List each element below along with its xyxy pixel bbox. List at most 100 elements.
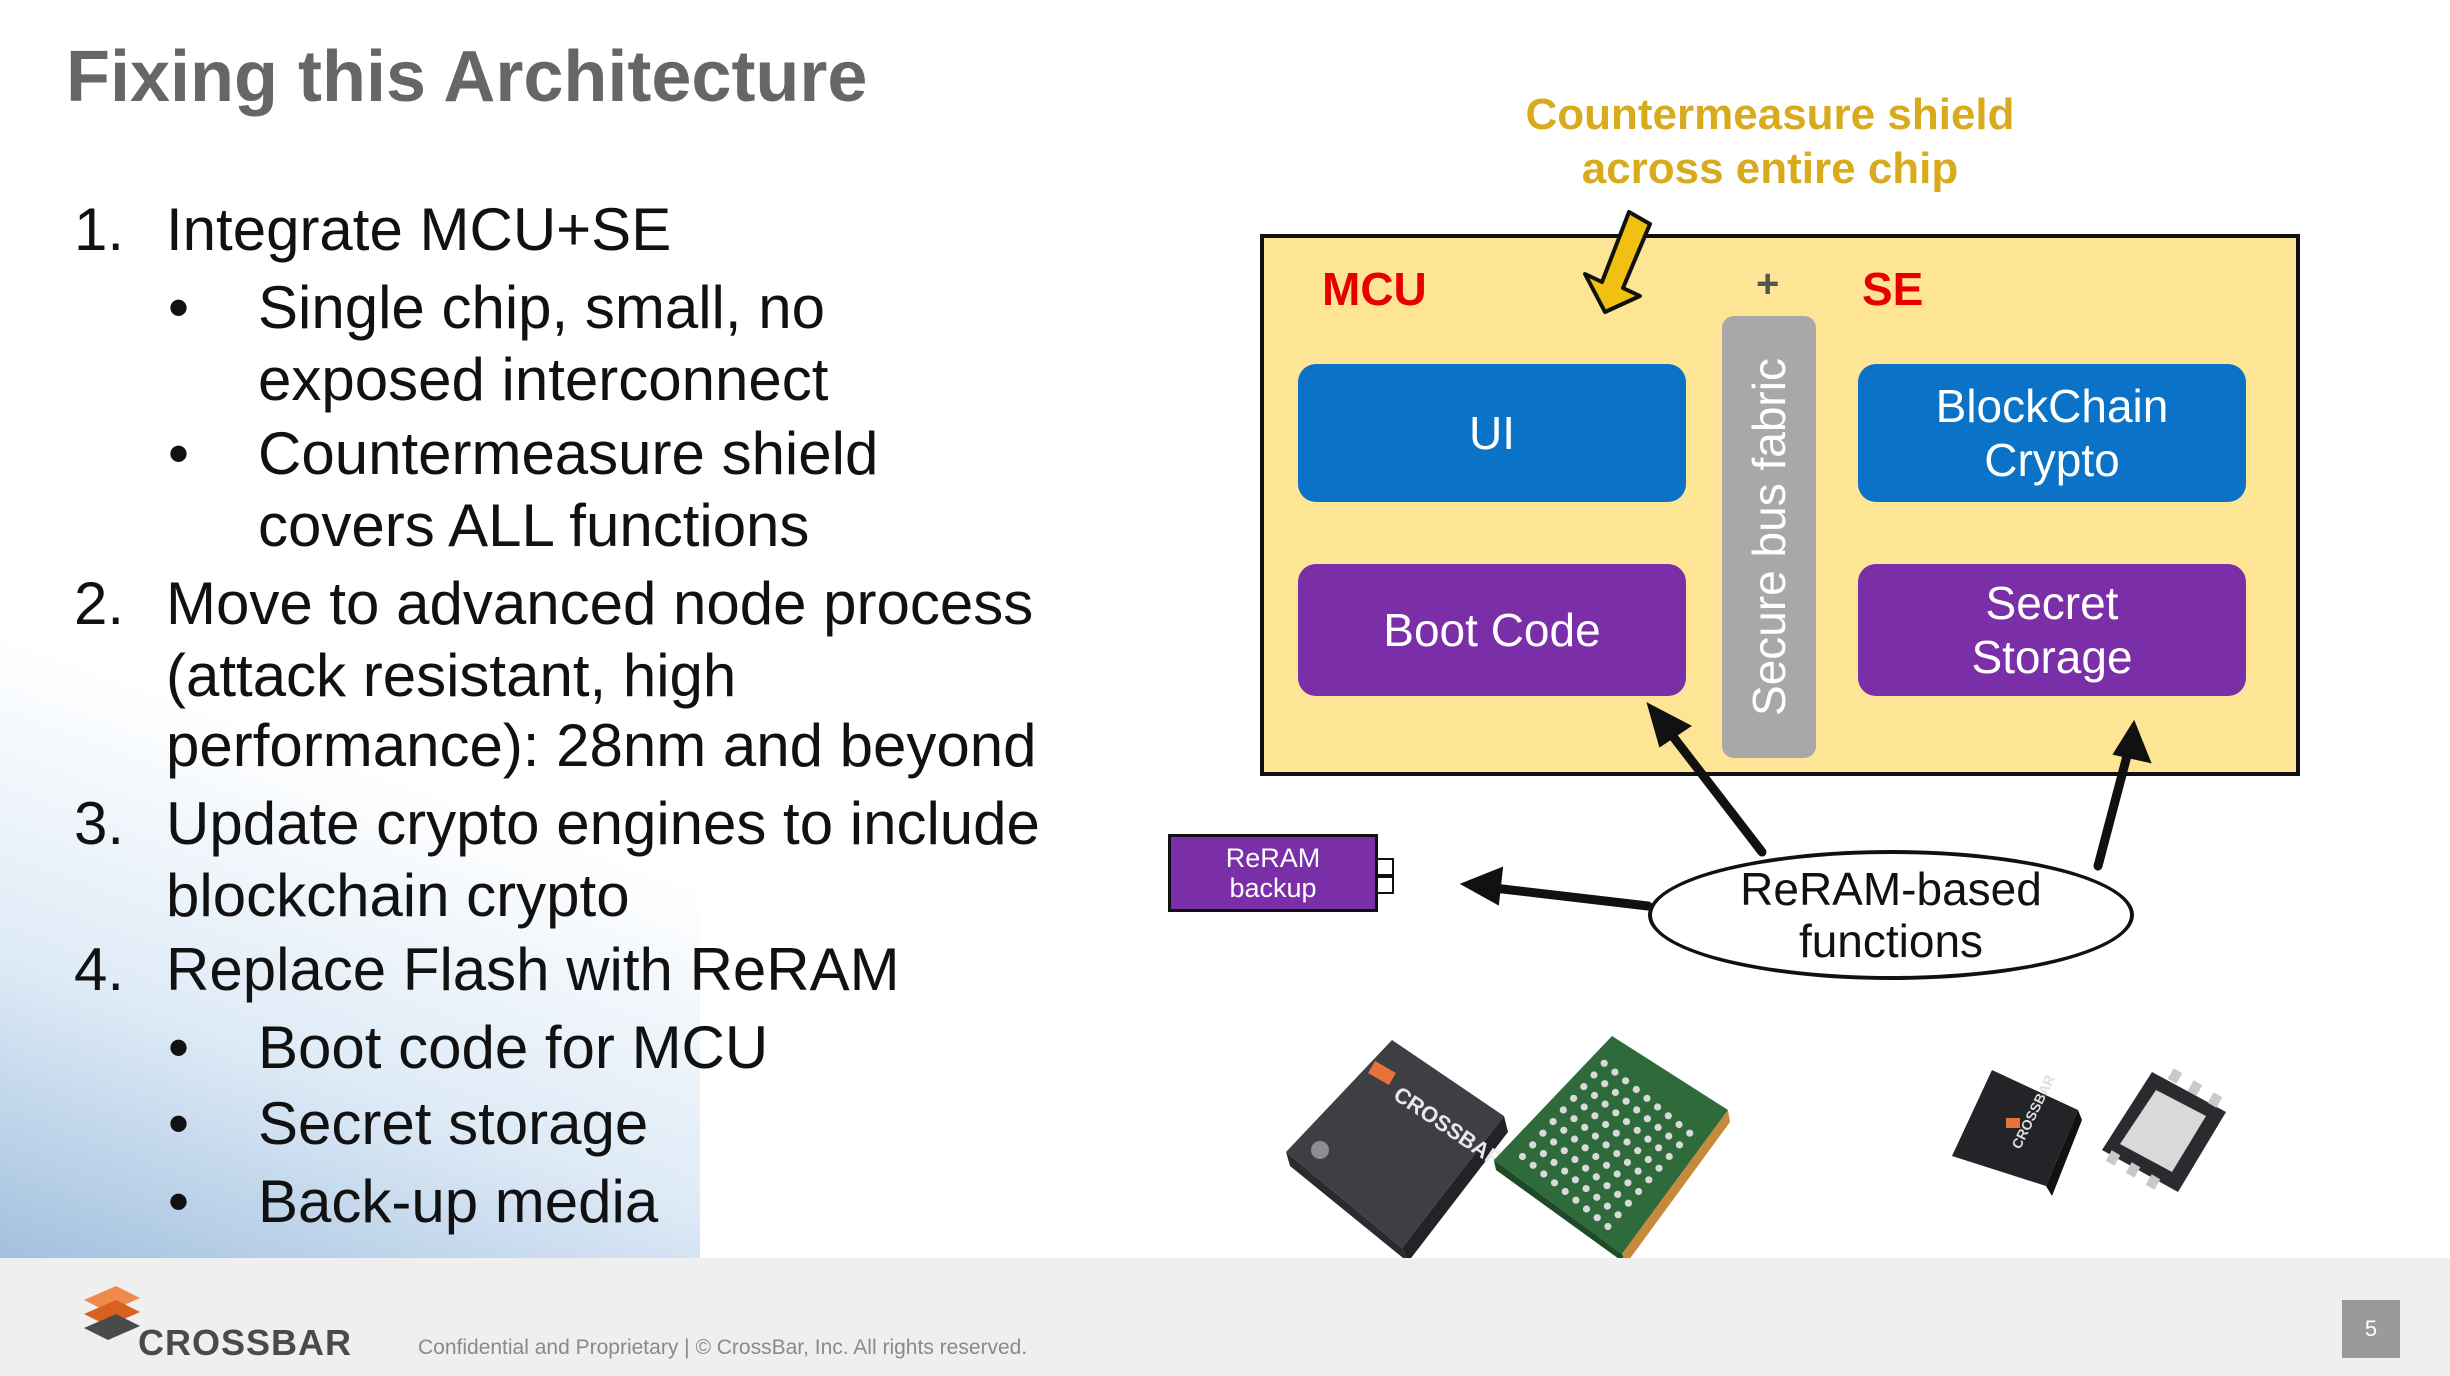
bga-ball xyxy=(1592,1173,1600,1181)
connector-square xyxy=(1376,858,1394,876)
bga-ball xyxy=(1602,1120,1610,1129)
reram-functions-ellipse: ReRAM-based functions xyxy=(1648,850,2134,980)
bga-ball xyxy=(1529,1161,1537,1169)
bga-ball xyxy=(1654,1123,1662,1131)
bga-ball xyxy=(1633,1126,1641,1134)
arrowhead xyxy=(1459,866,1504,906)
shield-annotation: Countermeasure shield across entire chip xyxy=(1480,88,2060,196)
bga-ball xyxy=(1560,1126,1568,1134)
bga-ball xyxy=(1645,1176,1653,1184)
bga-ball xyxy=(1529,1141,1537,1149)
block-label-line: Secret xyxy=(1985,577,2119,629)
boot-code-block: Boot Code xyxy=(1298,564,1686,696)
bga-ball xyxy=(1655,1144,1663,1152)
chip-photo-qfn: CROSSBAR xyxy=(1286,1040,1508,1262)
bga-ball xyxy=(1624,1199,1632,1207)
bga-ball xyxy=(1622,1118,1631,1126)
bga-ball xyxy=(1601,1080,1609,1088)
bga-ball xyxy=(1611,1088,1619,1096)
mcu-label: MCU xyxy=(1322,263,1427,315)
bga-ball xyxy=(1624,1179,1632,1187)
bga-ball xyxy=(1686,1129,1694,1137)
background-gradient xyxy=(0,500,700,1260)
arrow-to-reram-backup xyxy=(1489,883,1653,911)
bga-ball xyxy=(1561,1167,1569,1175)
list-item-3-line: Update crypto engines to include xyxy=(166,790,1040,857)
list-number-2: 2. xyxy=(74,570,125,637)
bga-ball xyxy=(1571,1155,1579,1164)
sub-item-line: Countermeasure shield xyxy=(258,420,879,487)
bga-ball xyxy=(1602,1141,1610,1149)
bga-ball xyxy=(1614,1190,1622,1198)
boot-code-label: Boot Code xyxy=(1383,604,1601,656)
bga-ball xyxy=(1611,1068,1619,1076)
sub-item-line: Back-up media xyxy=(258,1168,659,1235)
reram-backup-box: ReRAM backup xyxy=(1168,834,1378,912)
bga-ball xyxy=(1635,1187,1643,1196)
list-item-1: Integrate MCU+SE xyxy=(166,196,672,263)
arrow-to-boot-code xyxy=(1663,725,1767,857)
bga-ball xyxy=(1582,1185,1590,1193)
bga-ball xyxy=(1623,1158,1631,1166)
chip-photo-dfn xyxy=(2102,1068,2226,1192)
connector-square xyxy=(1376,876,1394,894)
arrowhead xyxy=(1646,702,1692,748)
sub-item-line: covers ALL functions xyxy=(258,492,810,559)
bga-ball xyxy=(1572,1196,1580,1204)
secure-bus-fabric xyxy=(1722,316,1816,758)
bga-ball xyxy=(1601,1100,1609,1108)
blockchain-crypto-block: BlockChain Crypto xyxy=(1858,364,2246,502)
bga-ball xyxy=(1590,1071,1598,1079)
block-label-line: BlockChain xyxy=(1935,380,2169,432)
bga-ball xyxy=(1580,1103,1588,1111)
footer-bar xyxy=(0,1258,2450,1376)
bga-ball xyxy=(1612,1129,1620,1137)
block-label-line: Crypto xyxy=(1984,434,2120,486)
bga-ball xyxy=(1665,1152,1673,1161)
bullet-marker: • xyxy=(168,274,190,341)
bga-ball xyxy=(1570,1115,1578,1123)
list-number-1: 1. xyxy=(74,196,125,263)
bga-ball xyxy=(1634,1167,1642,1175)
bga-ball xyxy=(1582,1205,1591,1213)
bga-ball xyxy=(1632,1085,1640,1094)
bga-ball xyxy=(1654,1103,1662,1111)
list-number-3: 3. xyxy=(74,790,125,857)
bullet-marker: • xyxy=(168,1014,190,1081)
bga-ball xyxy=(1644,1135,1652,1143)
bga-ball xyxy=(1664,1112,1672,1120)
bga-ball xyxy=(1582,1164,1590,1172)
se-label: SE xyxy=(1862,263,1924,315)
bga-ball xyxy=(1539,1129,1547,1137)
bga-ball xyxy=(1518,1152,1527,1161)
bga-ball xyxy=(1675,1120,1683,1129)
sub-item-line: exposed interconnect xyxy=(258,346,829,413)
annotation-line: Countermeasure shield xyxy=(1525,90,2015,139)
bga-ball xyxy=(1665,1132,1673,1140)
list-item-2-line: Move to advanced node process xyxy=(166,570,1034,637)
bga-ball xyxy=(1613,1150,1621,1158)
bga-ball xyxy=(1675,1141,1684,1149)
bga-ball xyxy=(1570,1094,1578,1102)
list-item-2-line: performance): 28nm and beyond xyxy=(166,712,1037,779)
sub-item-line: Secret storage xyxy=(258,1090,649,1157)
slide-title: Fixing this Architecture xyxy=(66,37,868,117)
bga-ball xyxy=(1561,1187,1569,1196)
bga-ball xyxy=(1570,1135,1579,1143)
bga-ball xyxy=(1549,1118,1557,1126)
bga-ball xyxy=(1643,1094,1651,1102)
ui-block-label: UI xyxy=(1469,407,1515,459)
bga-ball xyxy=(1591,1132,1599,1140)
bga-ball xyxy=(1593,1214,1601,1222)
bga-ball xyxy=(1581,1144,1589,1152)
bga-ball xyxy=(1593,1193,1601,1201)
confidential-notice: Confidential and Proprietary | © CrossBa… xyxy=(418,1336,1028,1359)
bga-ball xyxy=(1591,1112,1599,1120)
reram-backup-line: backup xyxy=(1229,873,1317,903)
bga-ball xyxy=(1559,1106,1567,1114)
bga-ball xyxy=(1644,1155,1652,1164)
bga-ball xyxy=(1634,1147,1642,1155)
list-number-4: 4. xyxy=(74,936,125,1003)
bga-ball xyxy=(1539,1150,1547,1158)
